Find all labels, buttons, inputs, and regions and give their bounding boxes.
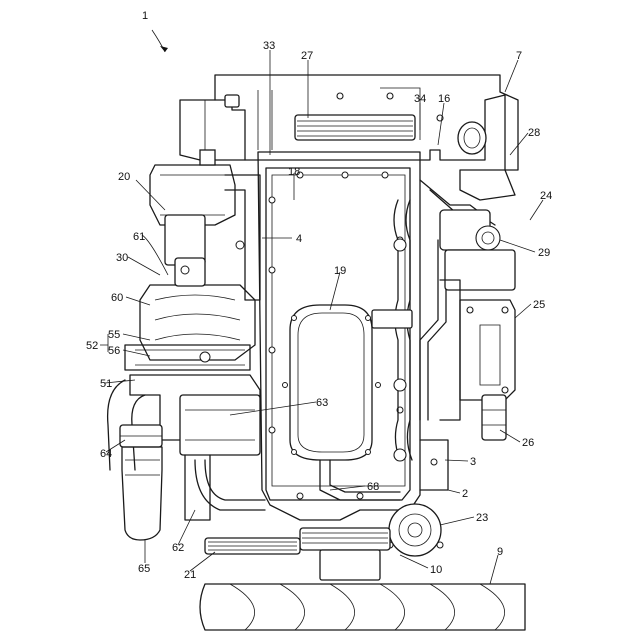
label-28: 28: [528, 127, 540, 139]
label-26: 26: [522, 437, 534, 449]
label-51: 51: [100, 378, 112, 390]
fitting-26: [482, 395, 506, 440]
label-9: 9: [497, 546, 503, 558]
support-62: [185, 455, 265, 520]
cooling-fan-9: [200, 584, 525, 630]
label-63: 63: [316, 397, 328, 409]
label-65: 65: [138, 563, 150, 575]
label-62: 62: [172, 542, 184, 554]
label-25: 25: [533, 299, 545, 311]
crank-pulley-23: [387, 504, 443, 556]
lower-pulley-10: [300, 528, 390, 580]
label-18: 18: [288, 166, 300, 178]
label-61: 61: [133, 231, 145, 243]
label-21: 21: [184, 569, 196, 581]
label-56: 56: [108, 345, 120, 357]
pump-assembly-29: [440, 210, 515, 290]
label-20: 20: [118, 171, 130, 183]
idler-pulley-21: [205, 538, 300, 554]
label-60: 60: [111, 292, 123, 304]
label-24: 24: [540, 190, 552, 202]
label-55: 55: [108, 329, 120, 341]
flexible-pipe-65: [122, 447, 162, 540]
label-29: 29: [538, 247, 550, 259]
label-7: 7: [516, 50, 522, 62]
pipe-clamp-64: [120, 425, 162, 447]
label-27: 27: [301, 50, 313, 62]
label-16: 16: [438, 93, 450, 105]
label-4: 4: [296, 233, 302, 245]
label-64: 64: [100, 448, 112, 460]
label-34: 34: [414, 93, 426, 105]
cover-bolts: [269, 172, 403, 499]
label-19: 19: [334, 265, 346, 277]
label-23: 23: [476, 512, 488, 524]
oil-cap-28: [458, 122, 515, 200]
label-68: 68: [367, 481, 379, 493]
label-2: 2: [462, 488, 468, 500]
top-pulley-27: [295, 115, 415, 140]
label-33: 33: [263, 40, 275, 52]
label-30: 30: [116, 252, 128, 264]
bracket-3: [420, 440, 448, 490]
label-52: 52: [86, 340, 98, 352]
label-10: 10: [430, 564, 442, 576]
figure-arrow-head: [160, 46, 168, 52]
label-3: 3: [470, 456, 476, 468]
inspection-plate-19: [283, 305, 381, 460]
figure-number-group: 1: [142, 10, 168, 52]
egr-cooler-63: [180, 395, 260, 455]
figure-number: 1: [142, 10, 148, 22]
